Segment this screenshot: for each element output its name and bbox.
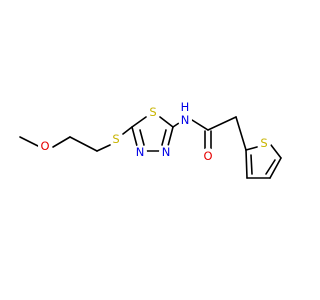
bond-ch2-c2 [235,116,247,151]
atom-s-thiadiazole-label: S [149,105,156,119]
bond-c2-nh [172,122,180,128]
bond-c5-c4-inner [265,159,276,175]
atom-s-thiophene: S [257,136,271,150]
bond-c2-s1 [245,146,258,151]
bond-nh-co [191,119,209,131]
atom-o-ether-label: O [40,139,49,153]
atom-s-thiadiazole: S [146,105,160,119]
atom-o-ether: O [38,139,52,153]
atom-n-ring-left: N [133,145,147,159]
bond-s1-c5 [270,144,282,159]
bond-c2-n3-inner [161,129,167,146]
structure-diagram: O S S N N N H O S [19,100,282,179]
atom-o-carbonyl: O [201,148,215,163]
atom-n-amide-label: N [181,113,190,127]
atom-s-thioether: S [109,132,123,146]
bond-c3-c2-inner [250,154,253,175]
bond-c5-s1 [131,116,147,128]
atom-h-amide-label: H [181,100,190,114]
bond-c2-n3 [167,126,174,147]
bond-ch2-s [96,144,111,152]
bond-s1-c2 [159,116,174,128]
atom-n-amide: N H [178,100,192,127]
atom-n-ring-right: N [159,145,173,159]
bond-c3-c2 [245,149,248,179]
bond-s-c5 [122,126,133,135]
bond-c5-c4 [269,157,282,179]
bond-n4-c5-inner [139,129,145,146]
atom-n-ring-left-label: N [136,145,145,159]
atom-s-thioether-label: S [112,132,119,146]
bond-n4-c5 [131,126,138,147]
bond-methyl-o [19,136,39,147]
bond-co-ch2 [207,116,237,131]
atom-o-carbonyl-label: O [203,149,212,163]
bond-ch2-ch2 [69,136,98,152]
molecule-structure: O S S N N N H O S [19,100,282,179]
bond-o-ch2 [52,136,71,148]
atom-n-ring-right-label: N [162,145,171,159]
atom-s-thiophene-label: S [260,136,267,150]
